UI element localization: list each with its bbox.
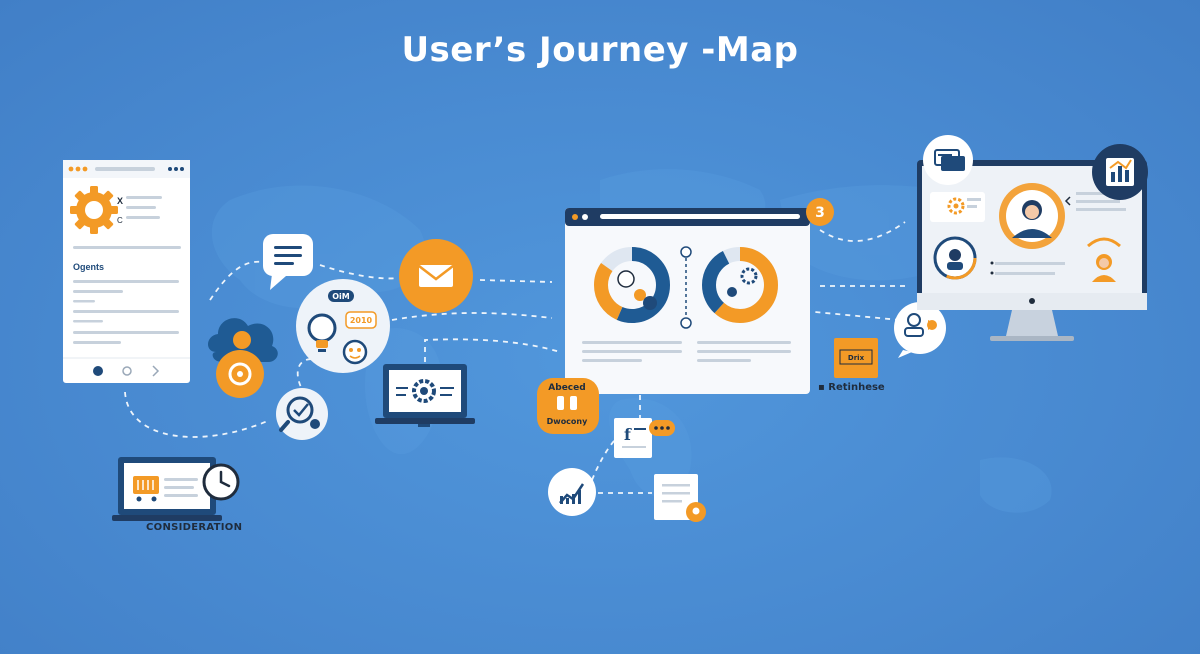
connector-mail-to-browser (479, 279, 553, 283)
retention-label: ▪ Retinhese (818, 382, 885, 393)
advocacy-line1: Abeced (548, 383, 585, 393)
svg-text:f: f (624, 425, 632, 444)
cloud-icon (207, 318, 278, 398)
connector-chart-to-doc (591, 439, 616, 481)
headset-user-icon (933, 236, 977, 280)
retention-sign: Drix (834, 338, 878, 378)
side-c-label: C (117, 216, 123, 225)
document-icon: f (614, 418, 675, 458)
advocacy-badge: Abeced Dwocony (537, 378, 599, 434)
target-icon (276, 388, 328, 440)
doc-heading: Ogents (73, 262, 104, 272)
step-badge: 3 (806, 198, 834, 226)
location-page-icon (654, 474, 706, 522)
shopping-cart-icon (133, 476, 159, 502)
connector-bubble-to-browser (391, 312, 553, 321)
analytics-icon (1092, 144, 1148, 200)
retention-label-text: Retinhese (828, 382, 885, 393)
connector-support-to-browser (814, 311, 901, 321)
lightbulb-icon (307, 313, 337, 352)
connector-doc-down (124, 391, 271, 438)
envelope-icon (399, 239, 473, 313)
journey-connectors (124, 221, 906, 494)
connector-chat-to-mail (319, 264, 399, 280)
doc-search-icon[interactable] (122, 366, 132, 376)
support-agent-icon (894, 302, 946, 358)
gear-small-icon (947, 197, 965, 215)
message-bubble-icon (923, 135, 973, 185)
chat-icon (263, 234, 313, 290)
page-title: User’s Journey -Map (401, 30, 799, 70)
monitor-icon (917, 160, 1147, 341)
connector-target-to-bubble (296, 358, 319, 396)
female-user-icon (1087, 237, 1121, 282)
doc-next-icon[interactable] (152, 365, 160, 377)
year-tag: 2010 (350, 316, 373, 325)
awareness-document-panel: X C Ogents (63, 160, 190, 383)
doc-home-icon[interactable] (93, 366, 103, 376)
clock-icon (202, 463, 240, 501)
avatar-icon (999, 183, 1065, 249)
consideration-label: CONSIDERATION (146, 522, 243, 533)
donut-chart-icon (594, 247, 670, 323)
browser-window-icon (565, 208, 810, 394)
line-chart-icon (548, 468, 596, 516)
gear-icon (70, 186, 118, 234)
laptop-icon (375, 364, 475, 427)
connector-laptop-to-browser (424, 338, 561, 362)
location-pin-icon (686, 502, 706, 522)
connector-browser-to-monitor (819, 221, 906, 242)
gear-donut-icon (702, 247, 778, 323)
advocacy-line2: Dwocony (547, 417, 588, 426)
insight-bubble: OiM 2010 (296, 279, 390, 373)
retention-sign-text: Drix (848, 354, 865, 362)
om-tag: OiM (332, 292, 350, 301)
connector-doc-to-chat (209, 260, 263, 301)
side-x-label: X (117, 196, 123, 206)
consideration-laptop (112, 457, 240, 521)
step-number: 3 (815, 205, 825, 221)
